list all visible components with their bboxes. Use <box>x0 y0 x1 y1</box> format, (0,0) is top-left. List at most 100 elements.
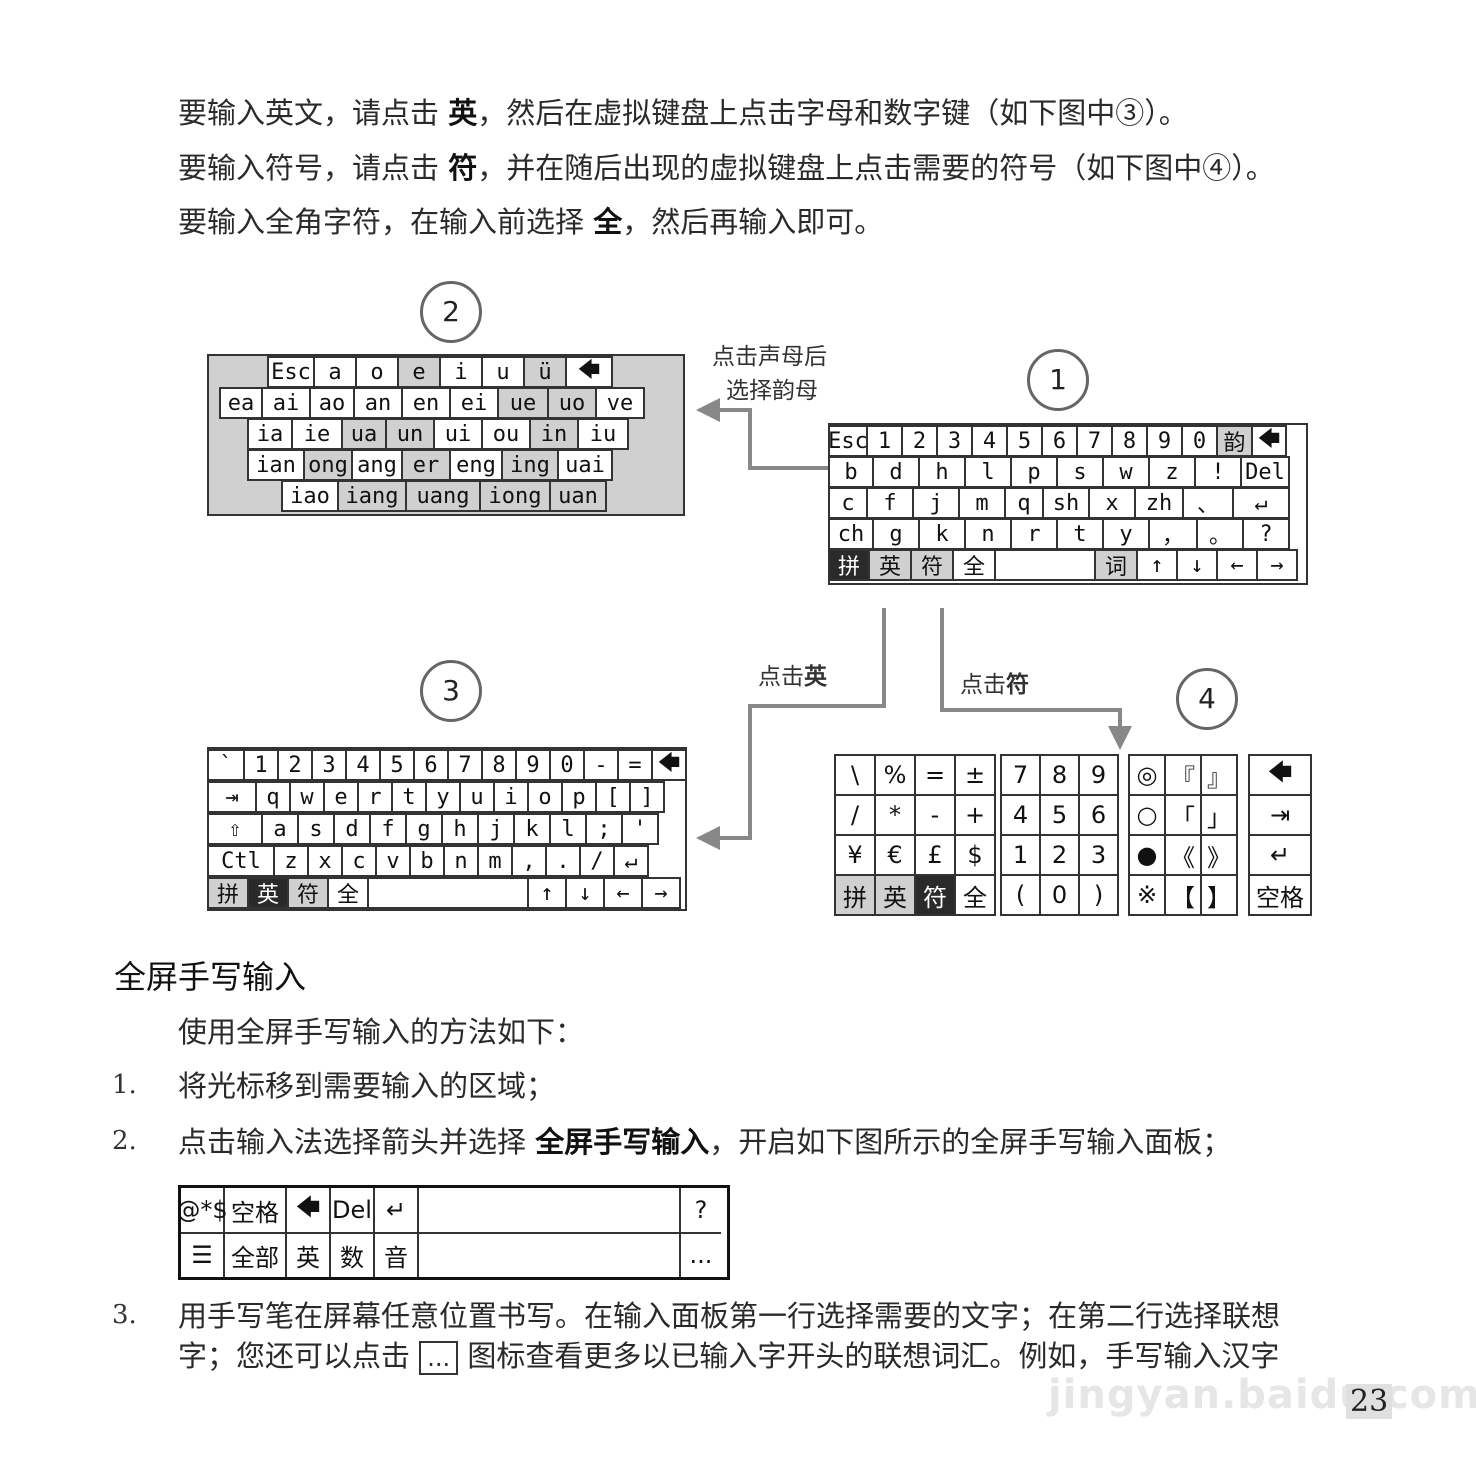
key[interactable]: → <box>1256 549 1298 581</box>
key[interactable]: 8 <box>481 749 517 781</box>
key[interactable]: ( <box>1002 876 1041 916</box>
key[interactable]: an <box>353 387 403 419</box>
key[interactable]: g <box>405 813 443 845</box>
key[interactable]: * <box>876 796 916 836</box>
key[interactable]: iong <box>479 480 551 512</box>
key[interactable]: y <box>425 781 461 813</box>
key[interactable]: i <box>493 781 529 813</box>
key[interactable]: ⇥ <box>1250 796 1312 836</box>
panel-key[interactable]: 数 <box>331 1233 375 1277</box>
key[interactable]: 0 <box>1041 876 1080 916</box>
key[interactable]: 🡄 <box>565 356 613 388</box>
key[interactable]: 2 <box>1041 836 1080 876</box>
key[interactable]: 8 <box>1111 425 1148 457</box>
panel-key[interactable]: Del <box>331 1188 375 1232</box>
key[interactable]: h <box>441 813 479 845</box>
key[interactable]: uo <box>547 387 597 419</box>
key[interactable]: . <box>545 845 581 877</box>
key[interactable]: 。 <box>1196 518 1244 550</box>
key[interactable]: a <box>313 356 357 388</box>
key[interactable]: = <box>617 749 653 781</box>
key[interactable]: Del <box>1240 456 1290 488</box>
key[interactable]: 】 <box>1202 876 1238 916</box>
key[interactable]: ong <box>303 449 353 481</box>
key[interactable]: 词 <box>1094 549 1138 581</box>
key[interactable]: 、 <box>1182 487 1234 519</box>
key[interactable]: 🡄 <box>1250 756 1312 796</box>
key[interactable]: r <box>357 781 393 813</box>
key[interactable]: 英 <box>876 876 916 916</box>
key[interactable]: b <box>409 845 445 877</box>
key[interactable]: n <box>964 518 1012 550</box>
key[interactable]: 空格 <box>1250 876 1312 916</box>
key[interactable]: ing <box>501 449 559 481</box>
key[interactable]: ↵ <box>1232 487 1290 519</box>
key[interactable]: u <box>481 356 525 388</box>
key[interactable]: ian <box>247 449 305 481</box>
key[interactable]: t <box>1056 518 1104 550</box>
key[interactable]: ↑ <box>527 877 567 909</box>
key[interactable]: ◎ <box>1130 756 1166 796</box>
key[interactable]: sh <box>1042 487 1090 519</box>
key[interactable]: 5 <box>1006 425 1043 457</box>
panel-key[interactable]: ? <box>694 1196 708 1224</box>
key[interactable]: → <box>641 877 681 909</box>
key[interactable]: iao <box>281 480 339 512</box>
key[interactable]: u <box>459 781 495 813</box>
key[interactable]: ○ <box>1130 796 1166 836</box>
key[interactable]: 9 <box>1146 425 1183 457</box>
key[interactable]: o <box>355 356 399 388</box>
key[interactable]: 6 <box>1041 425 1078 457</box>
key[interactable]: , <box>511 845 547 877</box>
key[interactable]: ← <box>1216 549 1258 581</box>
key[interactable]: Esc <box>828 425 868 457</box>
key[interactable]: ) <box>1080 876 1119 916</box>
key[interactable]: 》 <box>1202 836 1238 876</box>
key[interactable]: 《 <box>1166 836 1202 876</box>
key[interactable]: uan <box>549 480 607 512</box>
key[interactable]: uang <box>405 480 481 512</box>
key[interactable]: 全 <box>956 876 996 916</box>
key[interactable]: 9 <box>1080 756 1119 796</box>
key[interactable]: k <box>513 813 551 845</box>
key[interactable]: x <box>307 845 343 877</box>
key[interactable]: r <box>1010 518 1058 550</box>
key[interactable]: ua <box>341 418 387 450</box>
key[interactable]: iu <box>577 418 629 450</box>
key[interactable]: ch <box>828 518 874 550</box>
key[interactable]: 2 <box>277 749 313 781</box>
key[interactable]: 1 <box>243 749 279 781</box>
panel-key[interactable]: 音 <box>375 1233 419 1277</box>
key[interactable]: 4 <box>345 749 381 781</box>
key[interactable]: o <box>527 781 563 813</box>
key[interactable]: zh <box>1134 487 1184 519</box>
key[interactable]: f <box>866 487 914 519</box>
key[interactable]: f <box>369 813 407 845</box>
panel-key[interactable]: ... <box>689 1241 713 1269</box>
key[interactable]: un <box>385 418 435 450</box>
key[interactable]: 符 <box>910 549 954 581</box>
key[interactable]: ※ <box>1130 876 1166 916</box>
key[interactable]: ± <box>956 756 996 796</box>
key[interactable]: ⇥ <box>207 781 257 813</box>
key[interactable]: ue <box>497 387 549 419</box>
key[interactable]: $ <box>956 836 996 876</box>
panel-key[interactable]: 空格 <box>225 1188 287 1232</box>
key[interactable]: uai <box>557 449 613 481</box>
key[interactable]: / <box>836 796 876 836</box>
key[interactable]: ve <box>595 387 645 419</box>
key[interactable]: l <box>964 456 1012 488</box>
key[interactable]: m <box>958 487 1006 519</box>
key[interactable]: 5 <box>379 749 415 781</box>
key[interactable]: s <box>297 813 335 845</box>
key[interactable]: i <box>439 356 483 388</box>
key[interactable]: c <box>341 845 377 877</box>
key[interactable]: ou <box>481 418 531 450</box>
key[interactable]: ea <box>219 387 263 419</box>
key[interactable] <box>994 549 1096 581</box>
key[interactable]: ' <box>621 813 659 845</box>
key[interactable]: 英 <box>868 549 912 581</box>
key[interactable]: 8 <box>1041 756 1080 796</box>
key[interactable]: w <box>289 781 325 813</box>
key[interactable]: z <box>1148 456 1196 488</box>
